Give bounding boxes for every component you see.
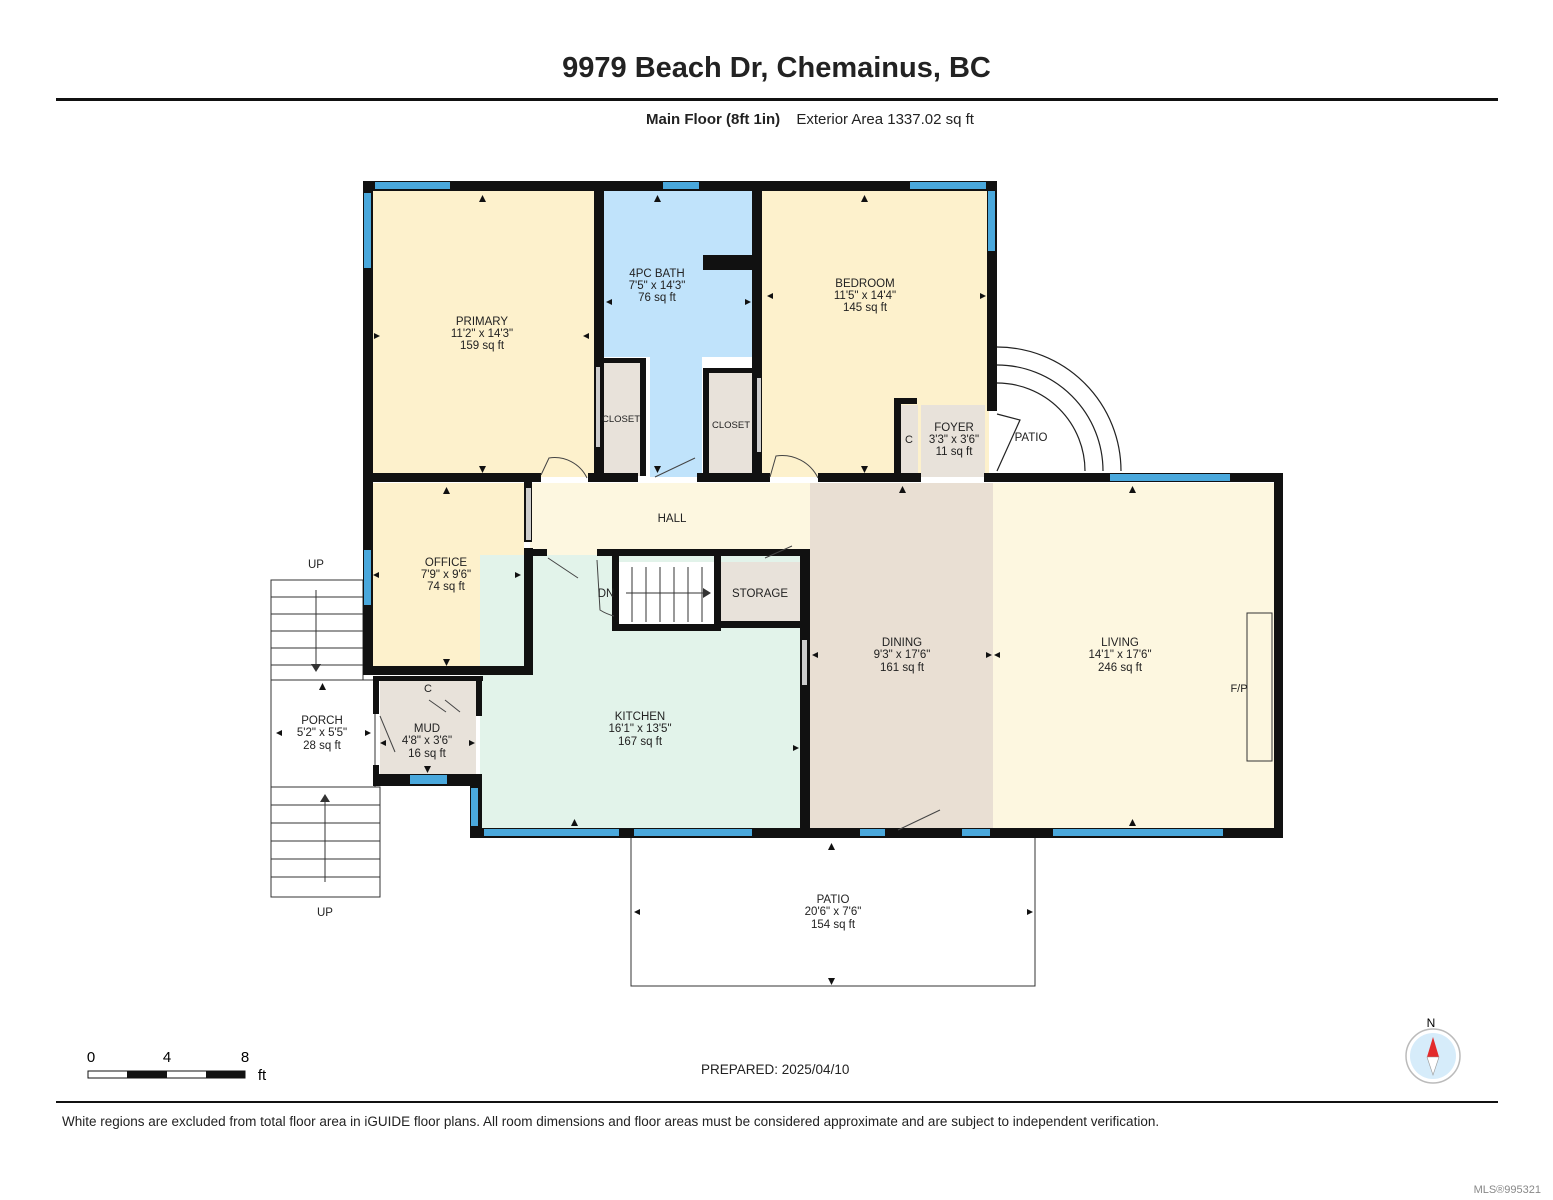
foyer-fill [921, 405, 985, 477]
floor-label: Main Floor (8ft 1in) [646, 111, 781, 128]
foyer-c-label: C [905, 434, 913, 446]
plan-subtitle: Main Floor (8ft 1in) Exterior Area 1337.… [0, 111, 1553, 128]
prepared-date: PREPARED: 2025/04/10 [701, 1062, 850, 1077]
title-rule [56, 98, 1498, 101]
patio-arcs [996, 346, 1122, 472]
up-label-top: UP [308, 559, 324, 571]
living-name: LIVING [1101, 637, 1139, 649]
mud-area: 16 sq ft [408, 748, 447, 760]
scale-tick-4: 4 [163, 1049, 171, 1066]
misc-labels: HALL CLOSET CLOSET STORAGE C C DN UP UP … [308, 414, 1248, 919]
mud-fill [380, 698, 476, 774]
stair-treads [271, 567, 705, 882]
exterior-area: Exterior Area 1337.02 sq ft [796, 111, 974, 128]
room-labels: PRIMARY 11'2" x 14'3" 159 sq ft 4PC BATH… [297, 268, 1152, 931]
dining-name: DINING [882, 637, 922, 649]
living-area: 246 sq ft [1098, 662, 1143, 674]
storage-fill [720, 562, 800, 622]
office-dims: 7'9" x 9'6" [421, 569, 471, 581]
windows [364, 182, 1230, 836]
scale-bar: 0 4 8 ft [87, 1049, 267, 1084]
mud-dims: 4'8" x 3'6" [402, 735, 452, 747]
plan-title: 9979 Beach Dr, Chemainus, BC [562, 52, 991, 84]
foyer-name: FOYER [934, 422, 974, 434]
foyer-dims: 3'3" x 3'6" [929, 434, 979, 446]
fireplace-outline [1246, 612, 1273, 762]
closet-right-label: CLOSET [712, 420, 750, 431]
foyer-area: 11 sq ft [936, 446, 974, 458]
dining-fill [810, 483, 993, 828]
footer-rule [56, 1101, 1498, 1103]
closet-left-label: CLOSET [602, 414, 640, 425]
foyer-closet-fill [901, 405, 918, 477]
kitchen-dims: 16'1" x 13'5" [608, 723, 671, 735]
bath-fill [604, 190, 752, 357]
bath-dims: 7'5" x 14'3" [629, 280, 686, 292]
primary-name: PRIMARY [456, 316, 509, 328]
dn-label: DN [598, 588, 615, 600]
patio-south-name: PATIO [817, 894, 850, 906]
scale-tick-8: 8 [241, 1049, 249, 1066]
compass-n: N [1427, 1016, 1436, 1030]
bedroom-dims: 11'5" x 14'4" [834, 290, 896, 302]
kitchen-name: KITCHEN [615, 711, 665, 723]
primary-fill [369, 190, 594, 477]
bath-area: 76 sq ft [638, 292, 677, 304]
patio-east-label: PATIO [1015, 432, 1048, 444]
patio-south-area: 154 sq ft [811, 919, 856, 931]
porch-dims: 5'2" x 5'5" [297, 727, 347, 739]
primary-dims: 11'2" x 14'3" [451, 328, 513, 340]
bath-fill-lower [650, 355, 702, 477]
porch-name: PORCH [301, 715, 343, 727]
mud-c-label: C [424, 683, 432, 695]
compass-icon: N [1405, 1016, 1461, 1084]
door-openings [526, 367, 807, 685]
patio-south-dims: 20'6" x 7'6" [805, 906, 862, 918]
dining-area: 161 sq ft [880, 662, 925, 674]
primary-area: 159 sq ft [460, 340, 505, 352]
bedroom-name: BEDROOM [835, 278, 894, 290]
mud-c-fill [380, 678, 476, 698]
up-label-bottom: UP [317, 907, 333, 919]
living-fill [993, 483, 1276, 828]
bedroom-area: 145 sq ft [843, 302, 888, 314]
fp-label: F/P [1230, 683, 1247, 695]
porch-area: 28 sq ft [303, 740, 342, 752]
office-area: 74 sq ft [427, 581, 466, 593]
closet-right-fill [709, 372, 753, 476]
dining-dims: 9'3" x 17'6" [874, 649, 931, 661]
stair-arrows [311, 588, 711, 802]
stair-lower-outline [270, 786, 381, 898]
mud-name: MUD [414, 723, 440, 735]
mls-number: MLS®995321 [1473, 1184, 1541, 1196]
door-swings [379, 455, 941, 831]
disclaimer-text: White regions are excluded from total fl… [62, 1114, 1160, 1129]
storage-label: STORAGE [732, 588, 788, 600]
hall-fill [530, 483, 812, 555]
dimension-arrows [276, 195, 1136, 985]
scale-tick-0: 0 [87, 1049, 95, 1066]
hall-label: HALL [658, 513, 687, 525]
bath-name: 4PC BATH [629, 268, 684, 280]
kitchen-area: 167 sq ft [618, 736, 663, 748]
scale-unit: ft [258, 1067, 267, 1084]
living-dims: 14'1" x 17'6" [1088, 649, 1151, 661]
office-name: OFFICE [425, 557, 467, 569]
closet-left-fill [601, 362, 642, 476]
room-fills [369, 190, 1276, 828]
